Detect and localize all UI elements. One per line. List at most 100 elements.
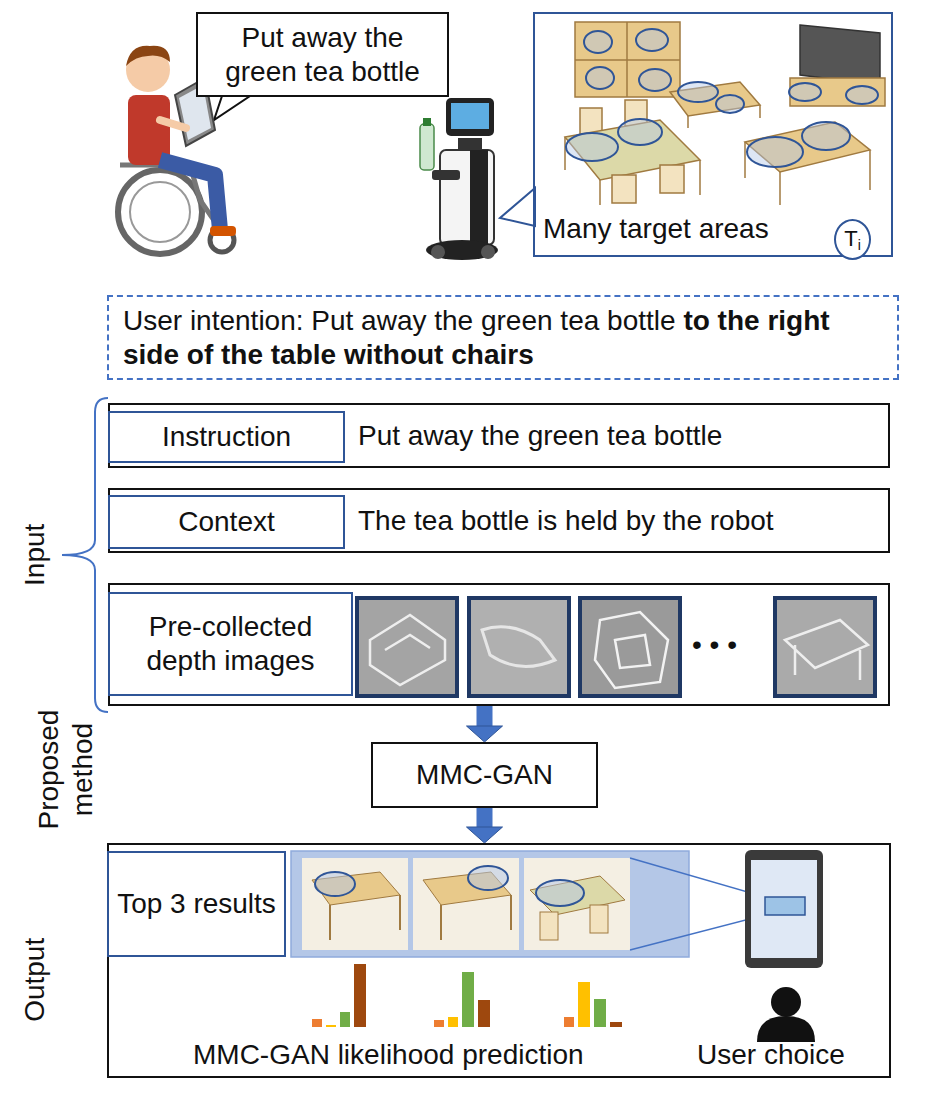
drawing-part [448,1017,458,1027]
process-box: MMC-GAN [371,742,598,808]
drawing-part [785,620,868,680]
arrow-shaft [477,808,493,828]
drawing-part [751,860,817,958]
drawing-part [618,119,662,145]
node-text: MMC-GAN likelihood prediction [193,1038,584,1072]
likelihood-bars [312,964,622,1027]
drawing-part [745,122,870,172]
node-text: Put away the green tea bottle [358,420,722,451]
drawing-part [326,1025,336,1027]
node-text: Context [178,506,275,537]
arrow-head [467,827,503,843]
drawing-part [595,612,668,688]
drawing-part [540,912,558,940]
drawing-part [423,118,431,126]
text-holder: The tea bottle is held by the robot [358,504,784,538]
drawing-part [340,1012,350,1027]
side-label: Proposed method [32,702,99,838]
drawing-part [578,982,590,1027]
flow-arrow [467,808,503,843]
drawing-part [789,83,821,101]
drawing-part [779,172,781,205]
tablet-and-user [745,850,823,1042]
callout-tail [500,188,535,226]
drawing-part [469,598,569,696]
drawing-part [357,598,457,696]
input-tag: Pre-collected depth images [108,592,353,696]
drawing-part [790,78,885,106]
top-results-panel [291,851,765,957]
drawing-part [630,915,765,950]
drawing-part [869,150,871,190]
drawing-part [765,897,805,915]
side-label: Output [18,920,52,1040]
drawing-part [482,627,555,667]
drawing-part [610,1022,622,1027]
text-holder: Top 3 results [113,887,280,921]
drawing-part [626,22,628,97]
text-holder: Put away the green tea bottle [198,21,447,88]
input-tag: Context [108,495,345,549]
drawing-part [716,95,744,113]
symbol-circle: Ti [834,219,871,260]
text-holder: Put away the green tea bottle [358,419,732,453]
node-text: Pre-collected depth images [146,611,314,676]
text-holder: Pre-collected depth images [110,610,351,677]
arrow-head [467,726,503,742]
drawing-part [126,46,170,66]
node-text: Put away the green tea bottle [225,22,420,87]
drawing-part [329,905,331,940]
input-row: The tea bottle is held by the robot Conte… [108,488,890,553]
node-text: Instruction [162,421,291,452]
intention-box: User intention: Put away the green tea b… [107,295,899,380]
drawing-part [757,1016,815,1042]
drawing-part [315,872,355,896]
drawing-part [594,999,606,1027]
node-text: i [858,237,861,253]
drawing-part [564,1017,574,1027]
drawing-part [678,82,718,102]
input-brace [62,398,108,712]
bubble-tail [214,96,250,120]
drawing-part [462,972,474,1027]
drawing-part [771,987,801,1017]
drawing-part [759,105,761,118]
drawing-part [580,598,680,696]
drawing-part [747,137,803,167]
drawing-part [670,82,760,116]
drawing-part [370,615,445,685]
drawing-part [536,880,584,906]
drawing-part [426,240,498,260]
drawing-part [524,858,630,950]
node-text: User choice [697,1038,845,1072]
node-text: Top 3 results [117,888,276,919]
drawing-part [312,872,400,905]
target-area-ellipses [566,29,878,167]
depth-images [357,598,875,696]
drawing-part [612,175,636,203]
text-holder: Instruction [158,420,295,454]
drawing-part [802,122,850,150]
flow-arrow [467,706,503,742]
drawing-part [744,142,746,178]
drawing-part [636,29,668,51]
drawing-part [451,103,489,129]
drawing-part [639,69,671,91]
drawing-part [446,98,494,136]
arrow-shaft [477,706,493,727]
drawing-part [584,31,612,53]
text-holder: Context [174,505,279,539]
drawing-part [399,895,401,930]
drawing-part [432,170,460,180]
input-row: Put away the green tea bottle Instruction [108,403,890,468]
drawing-part [440,150,494,245]
drawing-part [630,858,765,897]
drawing-part [291,851,689,957]
drawing-part [440,905,442,940]
drawing-part [566,133,618,161]
robot [420,98,498,260]
drawing-part [775,598,875,696]
drawing-part [354,964,366,1027]
text-holder: Ti [840,226,865,252]
